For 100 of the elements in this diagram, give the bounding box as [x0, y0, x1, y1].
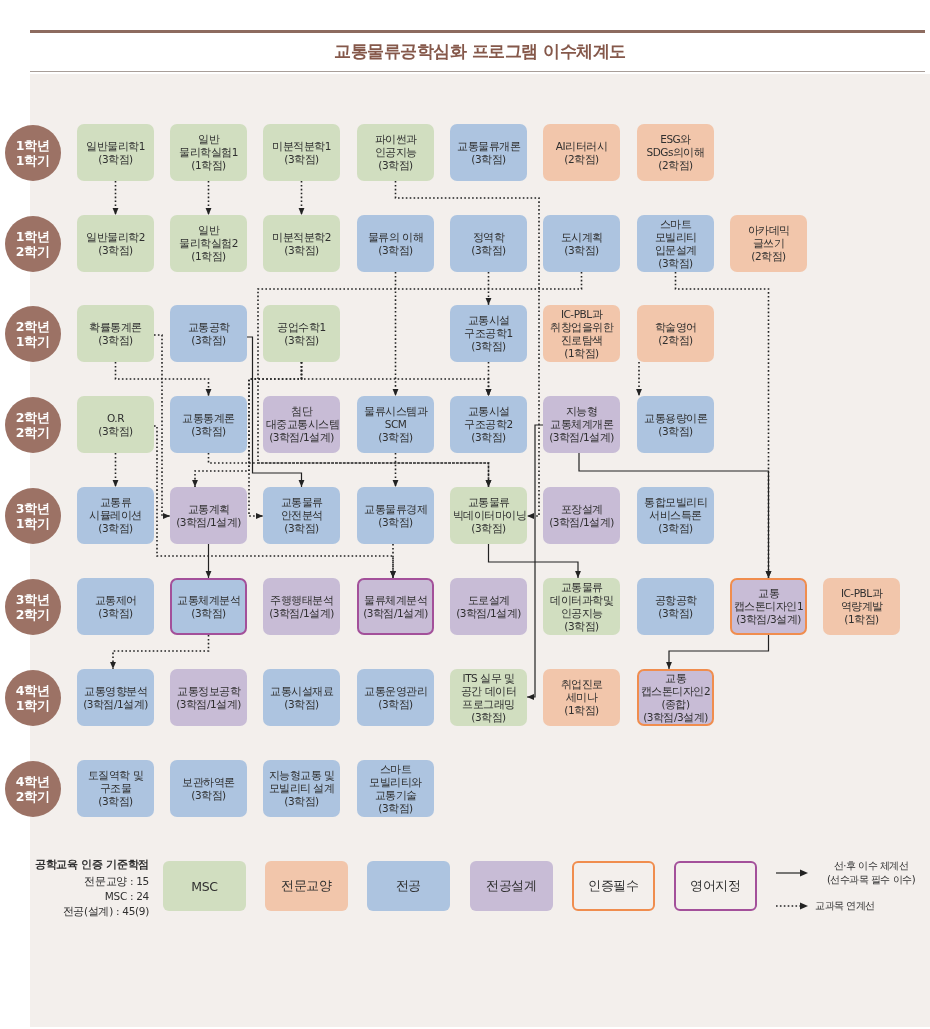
course-credits: (3학점) — [658, 424, 693, 438]
course-credits: (3학점) — [471, 522, 506, 535]
dotted-arrow — [207, 452, 492, 488]
course-box — [450, 669, 527, 726]
course-name: 교통정보공학 — [177, 684, 240, 698]
course-box — [543, 124, 620, 181]
semester-label: 4학년 2학기 — [14, 773, 52, 804]
course-box — [450, 124, 527, 181]
course-name: 교통영향분석 — [84, 684, 147, 698]
course-name: 일반물리학2 — [86, 230, 145, 244]
course-name: IC-PBL과 역량계발 — [839, 587, 884, 613]
course-box — [77, 487, 154, 544]
course-box — [543, 669, 620, 726]
requirement-heading: 공학교육 인증 기준학점 — [34, 858, 149, 872]
course-box — [170, 124, 247, 181]
semester-label: 1학년 2학기 — [14, 228, 52, 259]
course-box — [77, 124, 154, 181]
semester-label: 4학년 1학기 — [14, 682, 52, 713]
dotted-arrow — [485, 361, 492, 397]
course-name: 교통운영관리 — [364, 684, 427, 698]
course-credits: (3학점) — [284, 522, 319, 535]
course-name: 교통 캡스톤디자인2 (종합) — [639, 671, 712, 711]
course-credits: (3학점) — [191, 606, 226, 620]
course-credits: (1학점) — [564, 346, 599, 360]
legend-swatch: 전문교양 — [265, 861, 348, 911]
course-name: O.R — [107, 411, 124, 425]
arrow — [578, 452, 772, 579]
course-box — [263, 760, 340, 817]
course-box — [263, 396, 340, 453]
course-box — [357, 487, 434, 544]
course-name: 일반물리학1 — [86, 139, 145, 153]
course-credits: (3학점) — [658, 606, 693, 620]
course-name: 파이썬과 인공지능 — [373, 133, 418, 159]
course-box — [450, 305, 527, 362]
dotted-arrow — [205, 180, 212, 216]
legend-swatch: 전공 — [367, 861, 450, 911]
course-name: AI리터러시 — [555, 139, 608, 153]
course-name: 교통공학 — [187, 320, 230, 334]
course-credits: (1학점) — [191, 159, 226, 172]
course-name: 아카데믹 글쓰기 — [746, 224, 791, 250]
course-box — [357, 669, 434, 726]
course-name: 교통시설 구조공학2 — [463, 405, 514, 431]
course-box — [730, 578, 807, 635]
course-credits: (3학점/1설계) — [363, 606, 428, 620]
course-credits: (3학점) — [191, 788, 226, 802]
course-name: 미분적분학2 — [272, 230, 331, 244]
semester-label: 2학년 1학기 — [14, 318, 52, 349]
course-box — [77, 760, 154, 817]
course-box — [170, 760, 247, 817]
course-box — [170, 669, 247, 726]
course-credits: (1학점) — [844, 613, 879, 626]
course-name: 교통제어 — [94, 593, 137, 607]
course-name: 물류체계분석 — [364, 593, 427, 607]
course-name: 교통체계분석 — [177, 593, 240, 607]
legend-swatch: 영어지정 — [674, 861, 757, 911]
course-credits: (3학점) — [471, 431, 506, 444]
course-credits: (3학점) — [378, 697, 413, 711]
course-box — [543, 305, 620, 362]
course-credits: (3학점) — [378, 243, 413, 257]
title: 교통물류공학심화 프로그램 이수체계도 — [334, 40, 626, 62]
course-name: 교통류 시뮬레이션 — [88, 496, 143, 522]
course-credits: (3학점) — [98, 333, 133, 347]
semester-label: 1학년 1학기 — [14, 137, 52, 168]
course-box — [637, 215, 714, 272]
arrow — [246, 336, 305, 488]
course-box — [263, 305, 340, 362]
course-box — [357, 760, 434, 817]
dotted-arrow — [112, 452, 119, 488]
course-credits: (3학점) — [658, 522, 693, 535]
course-name: 주행행태분석 — [270, 593, 333, 607]
course-box — [263, 578, 340, 635]
course-name: 일반 물리학실험1 — [178, 133, 239, 159]
dotted-arrow — [394, 180, 540, 519]
dotted-arrow — [110, 634, 210, 670]
course-credits: (3학점/1설계) — [176, 515, 241, 529]
course-name: IC-PBL과 취창업을위한 진로탐색 — [549, 307, 615, 347]
course-name: 학술영어 — [654, 320, 697, 334]
course-name: 지능형교통 및 모빌리티 설계 — [267, 769, 336, 795]
semester-label: 2학년 2학기 — [14, 409, 52, 440]
course-credits: (3학점) — [98, 243, 133, 257]
arrow — [487, 543, 581, 579]
course-name: 공항공학 — [654, 593, 697, 607]
dotted-arrow — [390, 543, 396, 579]
course-name: 교통시설재료 — [270, 684, 333, 698]
course-box — [357, 215, 434, 272]
course-name: 교통통계론 — [182, 411, 235, 425]
course-box — [637, 124, 714, 181]
course-credits: (3학점) — [191, 424, 226, 438]
course-credits: (3학점) — [471, 243, 506, 257]
course-credits: (3학점/3설계) — [736, 613, 801, 626]
legend-swatch: MSC — [163, 861, 246, 911]
course-credits: (2학점) — [564, 152, 599, 166]
requirement-text: 전공(설계) : 45(9) — [62, 904, 149, 918]
course-name: 스마트 모빌리티 입문설계 — [653, 217, 698, 257]
course-name: 교통물류 빅데이터마이닝 — [452, 496, 525, 522]
requirement-text: MSC : 24 — [104, 889, 149, 903]
course-name: 정역학 — [472, 230, 505, 244]
course-box — [263, 215, 340, 272]
legend-swatch: 인증필수 — [572, 861, 655, 911]
course-credits: (3학점) — [98, 606, 133, 620]
